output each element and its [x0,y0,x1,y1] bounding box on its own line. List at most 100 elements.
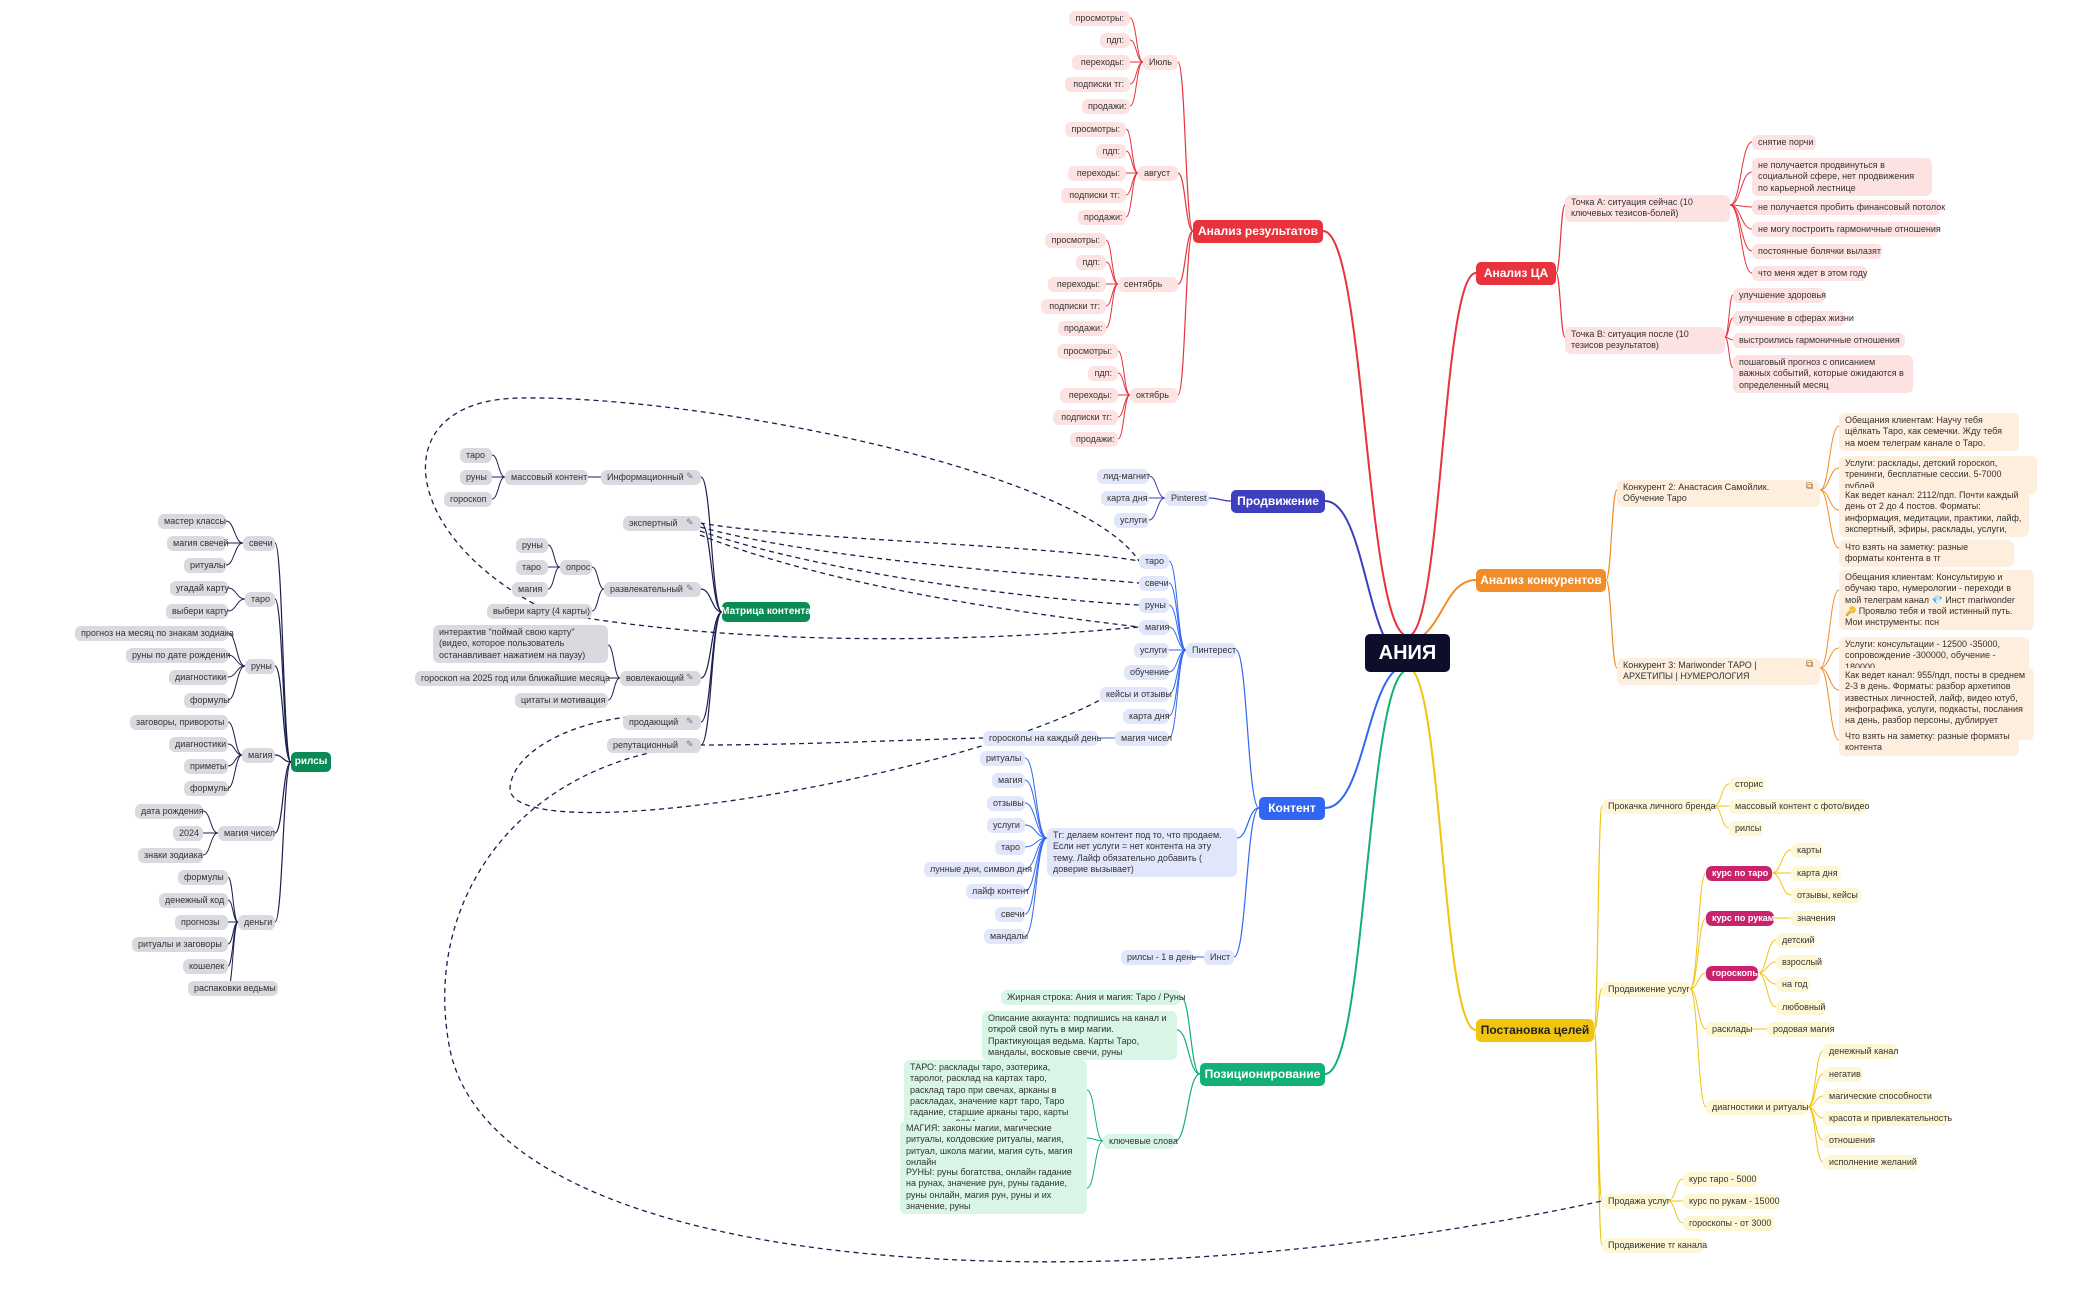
goal-item[interactable]: детский [1776,933,1816,949]
reels-leaf[interactable]: заговоры, привороты [130,715,228,731]
goal-item[interactable]: отзывы, кейсы [1791,888,1861,904]
content-pin-item[interactable]: магия [1139,620,1169,636]
metric-node[interactable]: переходы: [1072,55,1130,71]
goal-item[interactable]: гороскопы - от 3000 [1683,1216,1775,1232]
competitor-item[interactable]: Обещания клиентам: Научу тебя щёлкать Та… [1839,413,2019,451]
reels-leaf[interactable]: руны по дате рождения [126,648,230,664]
point-b-node[interactable]: Точка В: ситуация после (10 тезисов резу… [1565,327,1725,354]
goal-promo-services[interactable]: Продвижение услуг [1602,982,1690,998]
goal-item[interactable]: негатив [1823,1067,1863,1083]
reels-leaf[interactable]: прогноз на месяц по знакам зодиака [75,626,234,642]
goal-item[interactable]: отношения [1823,1133,1875,1149]
competitor-3-node[interactable]: Конкурент 3: Mariwonder ТАРО | АРХЕТИПЫ … [1617,658,1820,685]
audience-item[interactable]: не могу построить гармоничные отношения [1752,222,1941,238]
metric-node[interactable]: продажи: [1082,99,1130,115]
goal-item[interactable]: родовая магия [1767,1022,1835,1038]
goal-item[interactable]: курс по рукам - 15000 [1683,1194,1780,1210]
matrix-leaf[interactable]: таро [460,448,492,464]
reels-leaf[interactable]: распаковки ведьмы [188,981,278,997]
tg-item[interactable]: магия [992,773,1025,789]
reels-group[interactable]: магия чисел [218,826,275,842]
audience-item[interactable]: постоянные болячки вылазят [1752,244,1882,260]
competitor-item[interactable]: Как ведет канал: 955/пдп, посты в средне… [1839,668,2034,740]
metric-node[interactable]: продажи: [1070,432,1118,448]
reels-leaf[interactable]: угадай карту [170,581,229,597]
reels-leaf[interactable]: мастер классы [158,514,226,530]
description-node[interactable]: Описание аккаунта: подпишись на канал и … [982,1011,1177,1060]
reels-leaf[interactable]: знаки зодиака [138,848,203,864]
month-node[interactable]: октябрь [1130,388,1178,404]
promo-item[interactable]: услуги [1114,513,1149,529]
promo-item[interactable]: лид-магнит [1097,469,1150,485]
goal-layouts[interactable]: расклады [1706,1022,1753,1038]
reels-leaf[interactable]: 2024 [173,826,203,842]
competitor-item[interactable]: Что взять на заметку: разные форматы кон… [1839,729,2019,756]
competitor-2-node[interactable]: Конкурент 2: Анастасия Самойлик. Обучени… [1617,480,1820,507]
link-icon[interactable]: ⧉ [1806,481,1814,492]
goal-tg[interactable]: Продвижение тг канала [1602,1238,1707,1254]
matrix-node[interactable]: Матрица контента [721,602,811,622]
reels-leaf[interactable]: диагностики [169,737,228,753]
matrix-leaf[interactable]: таро [516,560,548,576]
matrix-pick[interactable]: выбери карту (4 карты) [487,604,592,620]
reels-leaf[interactable]: дата рождения [135,804,204,820]
matrix-selling[interactable]: продающий [623,715,701,731]
reels-leaf[interactable]: ритуалы [184,558,226,574]
matrix-leaf[interactable]: гороскоп на 2025 год или ближайшие месяц… [415,671,610,687]
point-a-node[interactable]: Точка А: ситуация сейчас (10 ключевых те… [1565,195,1730,222]
month-node[interactable]: август [1138,166,1178,182]
goal-sales[interactable]: Продажа услуг [1602,1194,1670,1210]
reels-node[interactable]: рилсы [291,752,331,772]
note-icon[interactable]: ✎ [686,739,694,749]
metric-node[interactable]: подписки тг: [1061,188,1126,204]
promo-item[interactable]: карта дня [1101,491,1149,507]
goal-item[interactable]: любовный [1776,1000,1826,1016]
audience-item[interactable]: не получается продвинуться в социальной … [1752,158,1932,196]
audience-item[interactable]: улучшение здоровья [1733,288,1826,304]
course-hands-node[interactable]: курс по рукам [1706,911,1774,927]
note-icon[interactable]: ✎ [686,583,694,593]
reels-leaf[interactable]: диагностики [169,670,228,686]
inst-item[interactable]: рилсы - 1 в день [1121,950,1196,966]
pinterest-node[interactable]: Pinterest [1165,491,1209,507]
goal-item[interactable]: денежный канал [1823,1044,1899,1060]
matrix-leaf[interactable]: магия [512,582,548,598]
tg-item[interactable]: таро [995,840,1025,856]
audience-item[interactable]: снятие порчи [1752,135,1816,151]
month-node[interactable]: Июль [1143,55,1178,71]
audience-item[interactable]: улучшение в сферах жизни [1733,311,1854,327]
content-pin-item[interactable]: таро [1139,554,1169,570]
goals-node[interactable]: Постановка целей [1476,1019,1594,1042]
metric-node[interactable]: просмотры: [1045,233,1106,249]
note-icon[interactable]: ✎ [686,517,694,527]
goal-item[interactable]: магические способности [1823,1089,1932,1105]
goal-diag[interactable]: диагностики и ритуалы [1706,1100,1809,1116]
goal-item[interactable]: карта дня [1791,866,1841,882]
reels-leaf[interactable]: формулы [184,781,230,797]
metric-node[interactable]: подписки тг: [1065,77,1130,93]
course-taro-node[interactable]: курс по таро [1706,866,1772,882]
matrix-leaf[interactable]: цитаты и мотивация [515,693,608,709]
audience-item[interactable]: что меня ждет в этом году [1752,266,1867,282]
metric-node[interactable]: продажи: [1078,210,1126,226]
reels-leaf[interactable]: прогнозы [175,915,228,931]
goal-item[interactable]: рилсы [1729,821,1763,837]
positioning-node[interactable]: Позиционирование [1200,1063,1325,1086]
matrix-fun[interactable]: развлекательный [604,582,701,598]
matrix-leaf[interactable]: интерактив "поймай свою карту" (видео, к… [433,625,608,663]
content-pin-item[interactable]: руны [1139,598,1169,614]
goal-item[interactable]: значения [1791,911,1835,927]
reels-group[interactable]: магия [242,748,275,764]
goal-item[interactable]: красота и привлекательность [1823,1111,1952,1127]
content-pin-item[interactable]: магия чисел [1115,731,1172,747]
metric-node[interactable]: переходы: [1068,166,1126,182]
metric-node[interactable]: пдп: [1100,33,1130,49]
reels-group[interactable]: свечи [243,536,275,552]
keywords-node[interactable]: ключевые слова [1103,1134,1178,1150]
goal-brand[interactable]: Прокачка личного бренда [1602,799,1716,815]
results-node[interactable]: Анализ результатов [1193,220,1323,243]
content-pin-item[interactable]: услуги [1134,643,1169,659]
root-node[interactable]: АНИЯ [1365,634,1450,672]
audience-item[interactable]: не получается пробить финансовый потолок [1752,200,1945,216]
reels-leaf[interactable]: выбери карту [166,604,229,620]
